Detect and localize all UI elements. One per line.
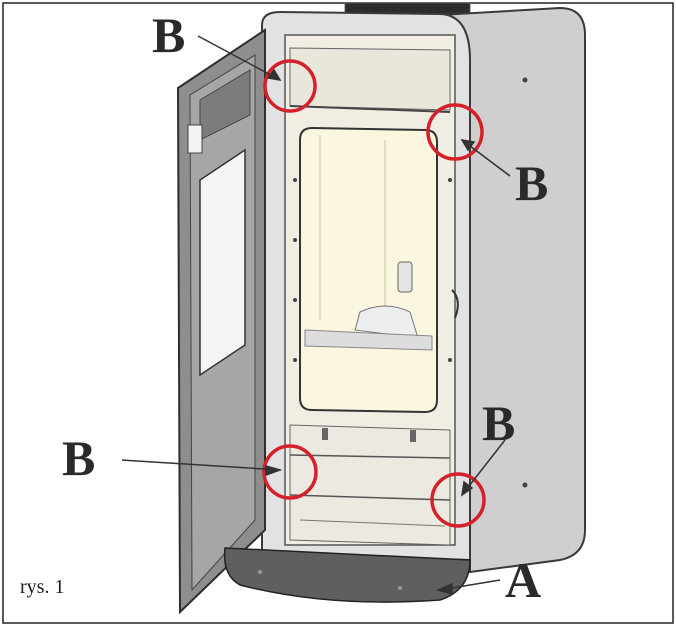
highlight-circle-bottom-left (262, 444, 318, 500)
door-window (199, 148, 246, 377)
label-b-bottom-left: B (62, 430, 95, 486)
highlight-circle-top-left (263, 59, 317, 113)
figure-caption: rys. 1 (20, 576, 64, 598)
label-b-top-right: B (515, 155, 548, 211)
glass-window (299, 126, 438, 414)
leader-lines (121, 35, 511, 595)
stove-door (176, 28, 266, 615)
label-b-bottom-right: B (482, 395, 515, 451)
highlight-circle-top-right (426, 103, 484, 161)
highlight-circles (262, 59, 486, 528)
label-b-top-left: B (152, 7, 185, 63)
label-a-front-panel: A (505, 552, 541, 608)
highlight-circle-bottom-right (430, 472, 486, 528)
